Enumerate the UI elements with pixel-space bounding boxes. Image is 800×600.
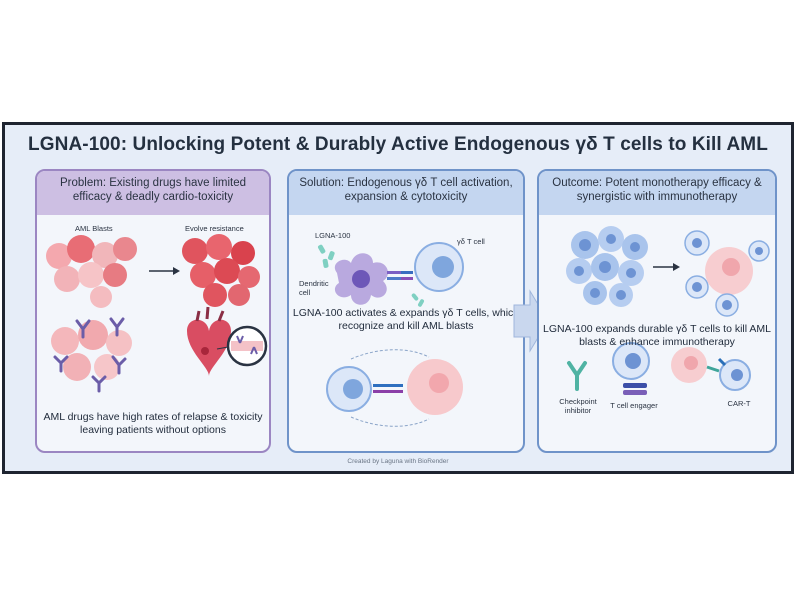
- receptor-pairs: [387, 271, 413, 280]
- lgna-100-label: LGNA-100: [315, 231, 351, 240]
- gd-t-cell-icon: [414, 242, 464, 292]
- solution-heading: Solution: Endogenous γδ T cell activatio…: [289, 171, 523, 215]
- outcome-caption: LGNA-100 expands durable γδ T cells to k…: [542, 323, 771, 348]
- aml-blasts-cluster: [46, 235, 137, 308]
- evolve-resistance-label: Evolve resistance: [185, 224, 244, 233]
- t-cell-engager-icon: [612, 342, 650, 395]
- release-molecules: [411, 293, 424, 307]
- aml-blasts-label: AML Blasts: [75, 224, 113, 233]
- lgna-100-molecules: [318, 244, 335, 268]
- solution-caption: LGNA-100 activates & expands γδ T cells,…: [292, 307, 520, 332]
- outcome-heading: Outcome: Potent monotherapy efficacy & s…: [539, 171, 775, 215]
- checkpoint-inhibitor-icon: [567, 361, 587, 391]
- car-t-icon: [671, 347, 751, 391]
- problem-panel: Problem: Existing drugs have limited eff…: [35, 169, 271, 453]
- heart-icon: [187, 306, 231, 376]
- antibody-icons: [53, 317, 127, 393]
- problem-heading: Problem: Existing drugs have limited eff…: [37, 171, 269, 215]
- dendritic-cell-icon: [334, 253, 388, 305]
- solution-panel: Solution: Endogenous γδ T cell activatio…: [287, 169, 525, 453]
- t-cell-engager-label: T cell engager: [610, 401, 658, 410]
- outcome-arrow: [653, 263, 680, 271]
- expanded-t-cell-cluster: [566, 226, 648, 307]
- resistance-arrow: [149, 267, 180, 275]
- resistant-blasts-cluster: [182, 234, 260, 307]
- figure-title: LGNA-100: Unlocking Potent & Durably Act…: [28, 134, 768, 155]
- t-cell-killing-blast-scene: [326, 349, 463, 427]
- checkpoint-inhibitor-label: Checkpoint inhibitor: [559, 397, 597, 415]
- solution-illustration: [318, 242, 464, 427]
- magnified-cardiotoxicity-icon: [216, 325, 268, 367]
- car-t-label: CAR-T: [727, 399, 751, 408]
- credit-line: Created by Laguna with BioRender: [347, 458, 449, 465]
- problem-illustration: [46, 234, 268, 393]
- t-cells-attacking-blast: [684, 230, 770, 317]
- figure-frame: LGNA-100: Unlocking Potent & Durably Act…: [2, 122, 794, 474]
- gd-t-cell-label: γδ T cell: [457, 237, 485, 246]
- problem-caption: AML drugs have high rates of relapse & t…: [43, 411, 263, 436]
- dendritic-cell-label: Dendritic cell: [299, 279, 329, 297]
- outcome-illustration: [566, 226, 770, 395]
- outcome-panel: Outcome: Potent monotherapy efficacy & s…: [537, 169, 777, 453]
